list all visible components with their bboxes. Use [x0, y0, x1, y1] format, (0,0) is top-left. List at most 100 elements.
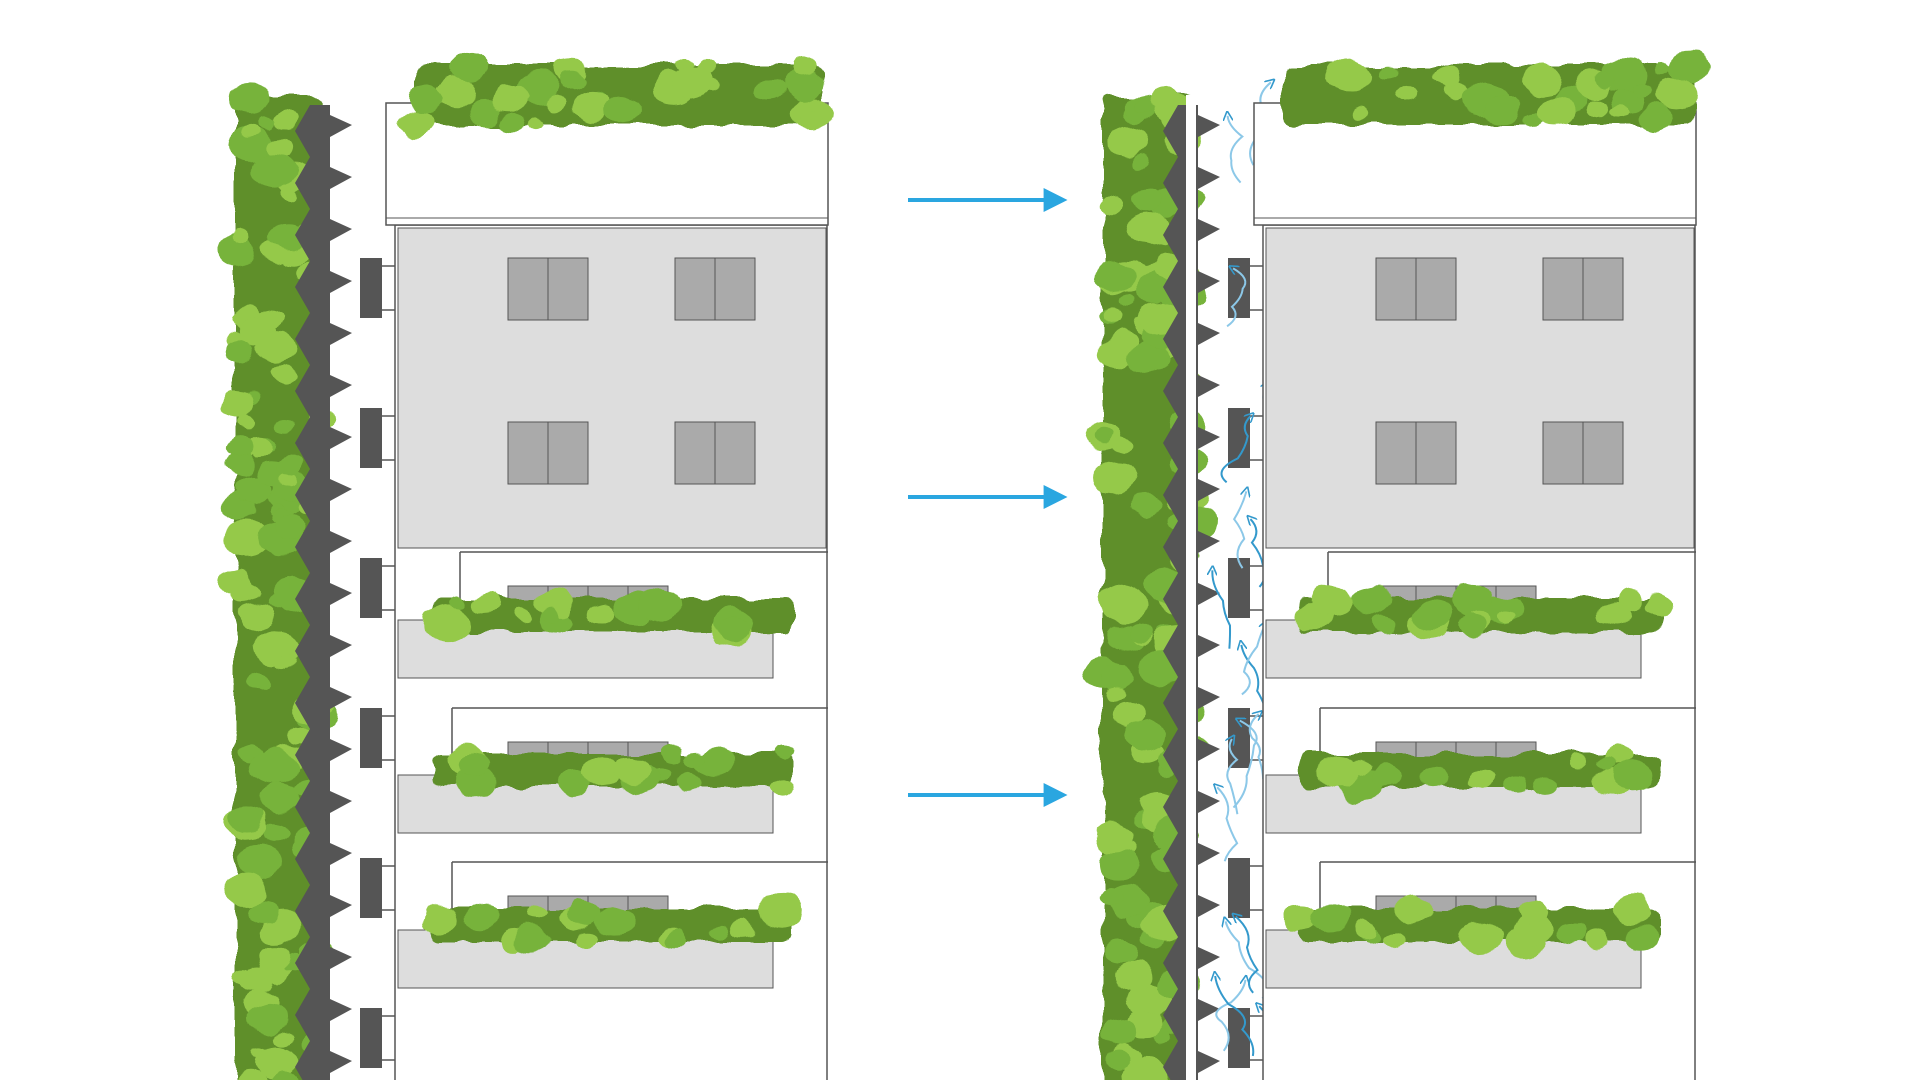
module-tooth	[330, 271, 352, 293]
wind-arrows-group	[908, 188, 1068, 807]
module-tooth	[330, 791, 352, 813]
foliage-clump	[761, 894, 803, 927]
foliage-clump	[460, 752, 490, 775]
module-tooth	[1198, 999, 1220, 1021]
roof-garden	[1283, 51, 1712, 130]
foliage-clump	[637, 586, 682, 620]
foliage-clump	[1097, 888, 1124, 909]
foliage-clump	[251, 748, 297, 784]
foliage-clump	[1418, 766, 1448, 790]
foliage-clump	[464, 904, 501, 932]
module-tooth	[1198, 323, 1220, 345]
foliage-clump	[235, 1069, 266, 1080]
foliage-clump	[771, 777, 796, 796]
foliage-clump	[509, 86, 529, 101]
module-tooth	[1198, 375, 1220, 397]
foliage-clump	[467, 99, 502, 126]
foliage-clump	[1624, 925, 1659, 952]
foliage-clump	[256, 115, 274, 130]
foliage-clump	[1670, 51, 1712, 83]
foliage-clump	[1309, 902, 1351, 934]
foliage-clump	[1383, 931, 1405, 948]
foliage-clump	[675, 772, 703, 793]
foliage-clump	[587, 602, 615, 624]
foliage-clump	[1597, 601, 1632, 628]
foliage-clump	[1108, 126, 1148, 157]
foliage-clump	[1394, 895, 1433, 925]
module-tooth	[330, 375, 352, 397]
foliage-clump	[671, 67, 712, 99]
foliage-clump	[527, 118, 544, 132]
foliage-clump	[1103, 307, 1123, 323]
foliage-clump	[1373, 764, 1402, 786]
wall-bracket	[360, 408, 382, 468]
module-tooth	[1198, 739, 1220, 761]
foliage-clump	[1132, 154, 1152, 170]
foliage-clump	[1450, 583, 1495, 618]
foliage-clump	[235, 474, 273, 503]
foliage-clump	[1599, 755, 1619, 771]
foliage-clump	[275, 514, 306, 539]
foliage-clump	[1108, 1049, 1132, 1068]
module-tooth	[1198, 167, 1220, 189]
foliage-clump	[424, 906, 458, 933]
module-tooth	[1198, 635, 1220, 657]
upper-facade	[397, 227, 827, 549]
foliage-clump	[513, 925, 549, 954]
module-tooth	[330, 115, 352, 137]
balcony-planter	[432, 744, 796, 798]
foliage-clump	[730, 917, 755, 937]
foliage-clump	[1107, 685, 1127, 701]
airflow-streak	[1215, 980, 1245, 1052]
foliage-clump	[262, 823, 289, 844]
foliage-clump	[561, 70, 587, 90]
foliage-clump	[516, 71, 561, 106]
foliage-clump	[1124, 719, 1164, 750]
module-tooth	[1198, 115, 1220, 137]
foliage-clump	[502, 113, 526, 131]
module-tooth	[1198, 843, 1220, 865]
foliage-clump	[1131, 187, 1162, 211]
balcony-planter	[1300, 744, 1660, 802]
module-tooth	[330, 427, 352, 449]
airflow-streak	[1232, 721, 1258, 809]
foliage-clump	[408, 84, 446, 114]
foliage-clump	[1594, 72, 1614, 88]
foliage-clump	[571, 91, 611, 123]
wall-gap	[1186, 95, 1196, 1080]
foliage-clump	[1612, 105, 1630, 119]
wall-bracket	[1228, 558, 1250, 618]
foliage-clump	[275, 654, 295, 670]
upper-facade	[1265, 227, 1695, 549]
airflow-streak	[1217, 787, 1239, 862]
module-tooth	[330, 947, 352, 969]
airflow-streak	[1215, 976, 1255, 1057]
module-tooth	[1198, 479, 1220, 501]
foliage-clump	[399, 110, 435, 138]
foliage-clump	[1096, 339, 1134, 368]
foliage-clump	[685, 750, 706, 767]
building	[385, 50, 834, 1080]
foliage-clump	[1639, 104, 1673, 130]
foliage-clump	[1497, 611, 1515, 624]
foliage-clump	[1469, 769, 1495, 789]
foliage-clump	[267, 1071, 301, 1080]
airflow-streak	[1226, 921, 1269, 1000]
foliage-clump	[664, 931, 687, 948]
foliage-clump	[281, 187, 300, 202]
balcony-planter	[1294, 583, 1674, 640]
foliage-clump	[1616, 896, 1652, 924]
foliage-clump	[240, 604, 274, 630]
foliage-clump	[259, 782, 300, 814]
foliage-clump	[272, 109, 298, 129]
foliage-clump	[247, 437, 273, 458]
foliage-clump	[756, 79, 785, 101]
foliage-clump	[1125, 622, 1153, 644]
module-tooth	[330, 583, 352, 605]
foliage-clump	[1373, 617, 1395, 633]
foliage-clump	[541, 608, 560, 623]
module-tooth	[1198, 583, 1220, 605]
foliage-clump	[1512, 913, 1555, 946]
foliage-clump	[273, 1031, 292, 1046]
